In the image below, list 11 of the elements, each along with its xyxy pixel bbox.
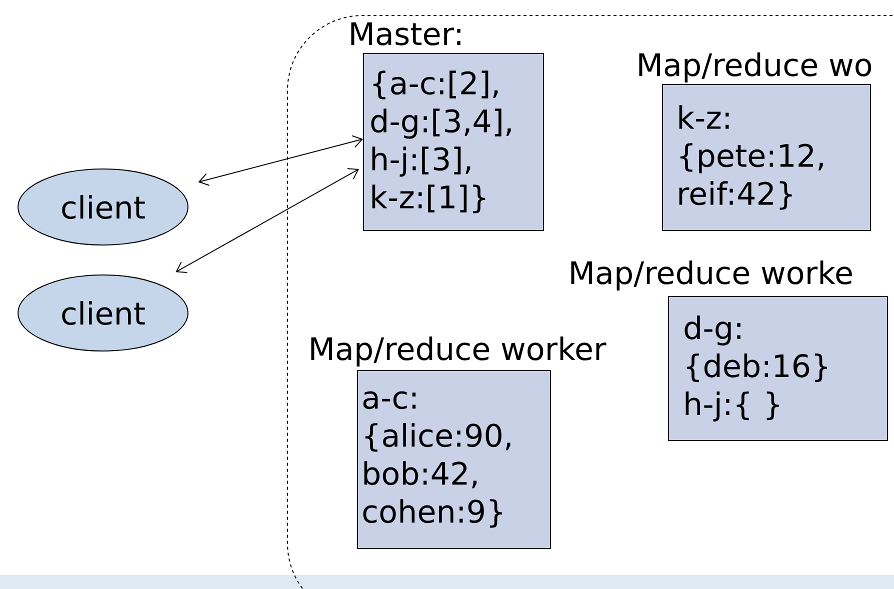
- arrow: [198, 135, 363, 186]
- box-heading: Map/reduce wo: [639, 52, 872, 82]
- data-box: a-c: {alice:90, bob:42, cohen:9}: [357, 370, 551, 549]
- box-heading: Map/reduce worker: [311, 336, 606, 366]
- data-box: k-z: {pete:12, reif:42}: [662, 84, 871, 231]
- data-box: d-g: {deb:16} h-j:{ }: [668, 296, 888, 441]
- group-boundary: [287, 15, 894, 589]
- box-heading: Master:: [351, 22, 460, 46]
- box-heading: Map/reduce worke: [571, 260, 852, 290]
- arrow: [176, 168, 359, 274]
- data-box: {a-c:[2], d-g:[3,4], h-j:[3], k-z:[1]}: [363, 53, 544, 231]
